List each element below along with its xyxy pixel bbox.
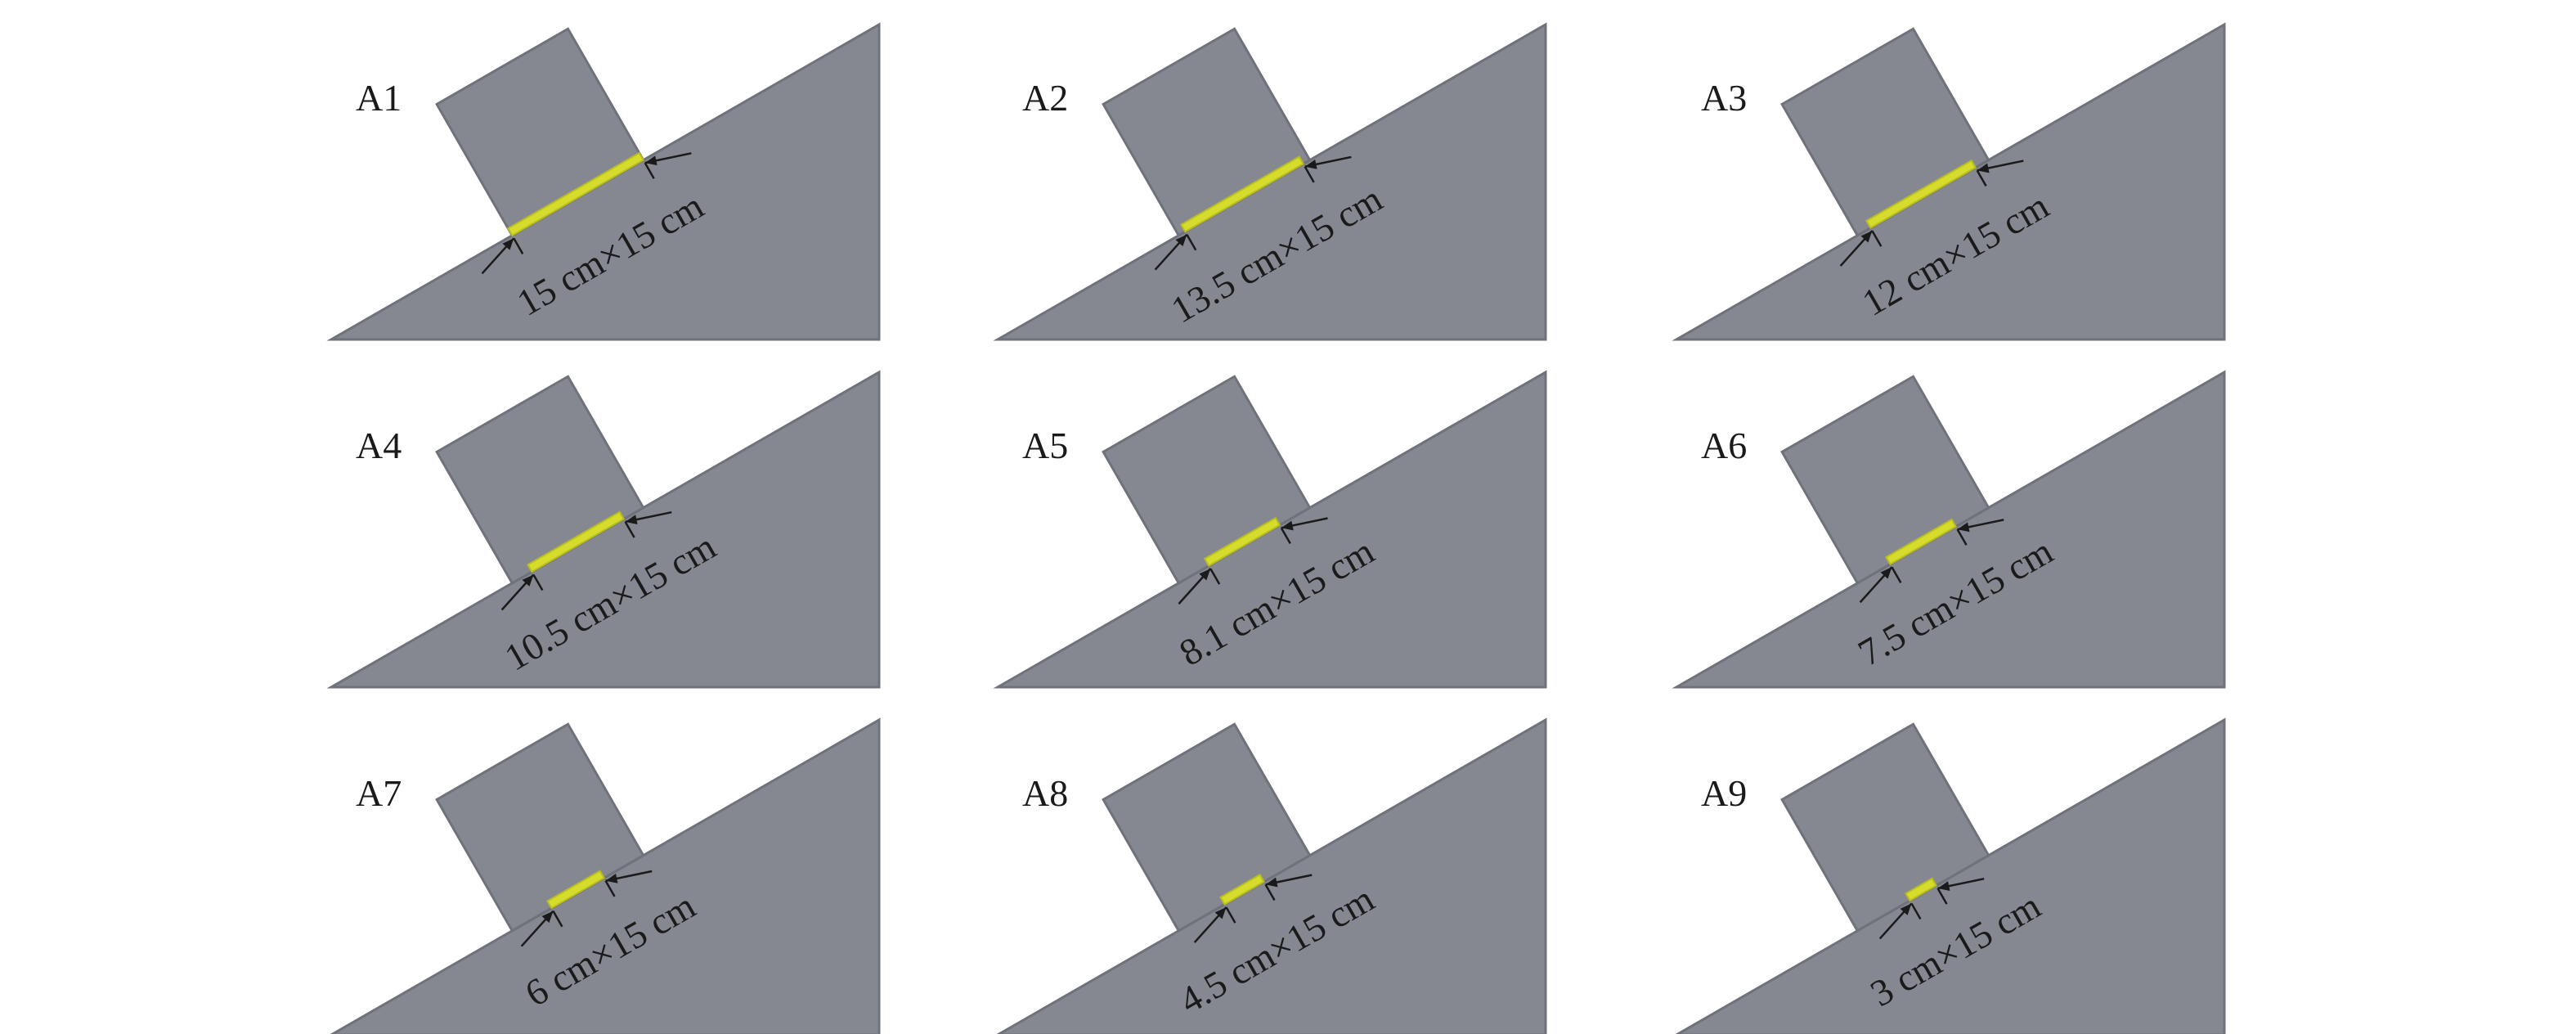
contact-area: [527, 510, 626, 573]
extension-tick: [1209, 568, 1221, 585]
contact-area: [1219, 873, 1265, 906]
extension-tick: [604, 880, 616, 897]
arrow-head: [1281, 520, 1294, 531]
contact-area: [546, 870, 605, 910]
arrow-head: [1304, 160, 1317, 169]
extension-tick: [1225, 906, 1236, 924]
arrow-head: [522, 574, 534, 587]
extension-tick: [644, 162, 655, 179]
arrow-head: [1900, 903, 1912, 915]
panel-label: A2: [1022, 77, 1068, 119]
extension-tick: [1956, 528, 1968, 546]
panel-label: A1: [356, 77, 402, 119]
extension-tick: [1976, 169, 1987, 187]
panel-label: A4: [356, 425, 402, 466]
arrow-head: [1175, 234, 1187, 247]
extension-tick: [552, 910, 563, 928]
panel-label: A3: [1701, 77, 1747, 119]
contact-area: [506, 151, 645, 237]
extension-tick: [1871, 230, 1883, 247]
arrow-head: [1937, 881, 1950, 892]
arrow-head: [1880, 567, 1892, 579]
extension-tick: [624, 521, 635, 538]
panel-label: A8: [1022, 772, 1068, 814]
extension-tick: [1910, 902, 1922, 920]
arrow-head: [1957, 522, 1970, 533]
panel-label: A7: [356, 772, 402, 814]
arrow-head: [502, 238, 514, 250]
arrow-head: [1977, 163, 1990, 173]
arrow-head: [1265, 877, 1278, 888]
arrow-head: [644, 155, 657, 166]
arrow-head: [1214, 907, 1227, 919]
arrow-head: [1199, 569, 1211, 581]
extension-tick: [1936, 888, 1948, 905]
contact-area: [1179, 155, 1305, 233]
panel-label: A6: [1701, 425, 1747, 466]
extension-tick: [1304, 166, 1315, 183]
extension-tick: [532, 573, 544, 591]
contact-area: [1203, 516, 1281, 568]
extension-tick: [1280, 527, 1291, 545]
block-square: [1780, 722, 1990, 933]
arrow-head: [625, 515, 638, 524]
arrow-head: [541, 910, 554, 924]
contact-area: [1885, 518, 1957, 566]
extension-tick: [1264, 883, 1276, 901]
arrow-head: [1860, 231, 1873, 243]
contact-area: [1905, 877, 1937, 902]
extension-tick: [513, 237, 524, 255]
panel-label: A9: [1701, 772, 1747, 814]
contact-area: [1865, 159, 1977, 229]
extension-tick: [1186, 234, 1197, 251]
panel-label: A5: [1022, 425, 1068, 466]
extension-tick: [1891, 566, 1902, 583]
arrow-head: [605, 874, 618, 883]
